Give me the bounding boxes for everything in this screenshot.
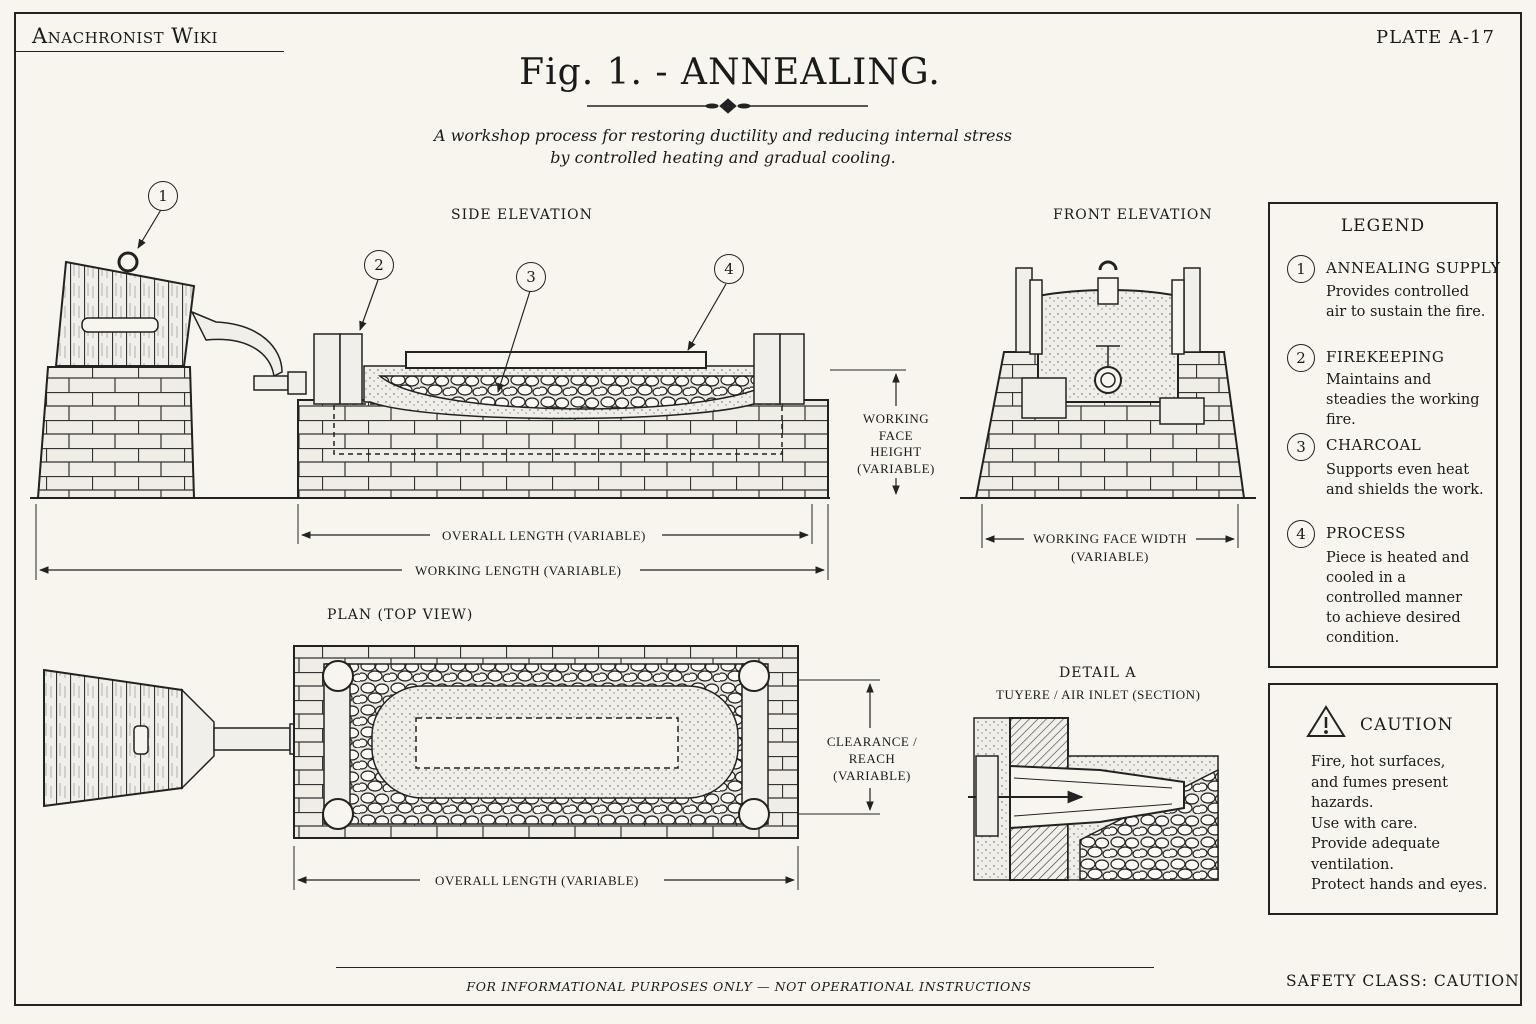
working-face-height-dim: WORKING FACE HEIGHT (VARIABLE) bbox=[857, 411, 935, 476]
detail-a-section bbox=[968, 717, 1219, 881]
overall-length-dim: OVERALL LENGTH (VARIABLE) bbox=[442, 528, 646, 543]
legend-num-1: 1 bbox=[1287, 255, 1315, 283]
site-name: Anachronist Wiki bbox=[32, 24, 218, 48]
footer-rule bbox=[336, 967, 1154, 968]
detail-a-label: DETAIL A bbox=[1059, 665, 1137, 681]
legend-head-3: CHARCOAL bbox=[1326, 436, 1422, 454]
side-elevation bbox=[30, 207, 906, 580]
legend-desc-2: Maintains and steadies the working fire. bbox=[1326, 372, 1480, 428]
detail-a-sublabel: TUYERE / AIR INLET (SECTION) bbox=[996, 687, 1201, 702]
legend-num-3: 3 bbox=[1287, 433, 1315, 461]
callout-2: 2 bbox=[364, 250, 394, 280]
working-face-width-dim: WORKING FACE WIDTH (VARIABLE) bbox=[1033, 531, 1187, 564]
site-rule bbox=[14, 51, 284, 52]
safety-class: SAFETY CLASS: CAUTION bbox=[1286, 972, 1520, 990]
callout-3: 3 bbox=[516, 262, 546, 292]
callout-1: 1 bbox=[148, 181, 178, 211]
legend-num-4: 4 bbox=[1287, 520, 1315, 548]
plate-number: PLATE A-17 bbox=[1376, 27, 1495, 48]
legend-head-2: FIREKEEPING bbox=[1326, 348, 1445, 366]
front-elevation bbox=[960, 260, 1256, 548]
plan-view-label: PLAN (TOP VIEW) bbox=[327, 607, 474, 623]
legend-num-2: 2 bbox=[1287, 344, 1315, 372]
clearance-dim: CLEARANCE / REACH (VARIABLE) bbox=[826, 734, 918, 783]
legend-title: LEGEND bbox=[1340, 216, 1426, 236]
front-elevation-label: FRONT ELEVATION bbox=[1053, 207, 1213, 223]
legend-desc-4: Piece is heated and cooled in a controll… bbox=[1326, 550, 1470, 646]
caution-box: CAUTION Fire, hot surfaces, and fumes pr… bbox=[1268, 683, 1498, 915]
figure-title: Fig. 1. - ANNEALING. bbox=[519, 52, 941, 93]
subtitle-line-2: by controlled heating and gradual coolin… bbox=[550, 148, 896, 167]
legend-desc-3: Supports even heat and shields the work. bbox=[1326, 462, 1484, 498]
callout-4: 4 bbox=[714, 254, 744, 284]
caution-text: Fire, hot surfaces, and fumes present ha… bbox=[1311, 754, 1488, 893]
warning-triangle-icon bbox=[1306, 705, 1346, 737]
plan-overall-length-dim: OVERALL LENGTH (VARIABLE) bbox=[435, 873, 639, 888]
plate-frame bbox=[14, 12, 1522, 1006]
caution-title: CAUTION bbox=[1360, 715, 1454, 735]
working-length-dim: WORKING LENGTH (VARIABLE) bbox=[415, 563, 622, 578]
subtitle-line-1: A workshop process for restoring ductili… bbox=[434, 126, 1012, 145]
side-elevation-label: SIDE ELEVATION bbox=[451, 207, 593, 223]
title-ornament bbox=[587, 98, 868, 114]
legend-head-4: PROCESS bbox=[1326, 524, 1406, 542]
plan-view bbox=[43, 645, 880, 890]
footer-disclaimer: FOR INFORMATIONAL PURPOSES ONLY — NOT OP… bbox=[466, 979, 1032, 994]
legend-head-1: ANNEALING SUPPLY bbox=[1326, 259, 1501, 277]
legend-desc-1: Provides controlled air to sustain the f… bbox=[1326, 284, 1486, 320]
legend-box: LEGEND 1 ANNEALING SUPPLY Provides contr… bbox=[1268, 202, 1501, 668]
